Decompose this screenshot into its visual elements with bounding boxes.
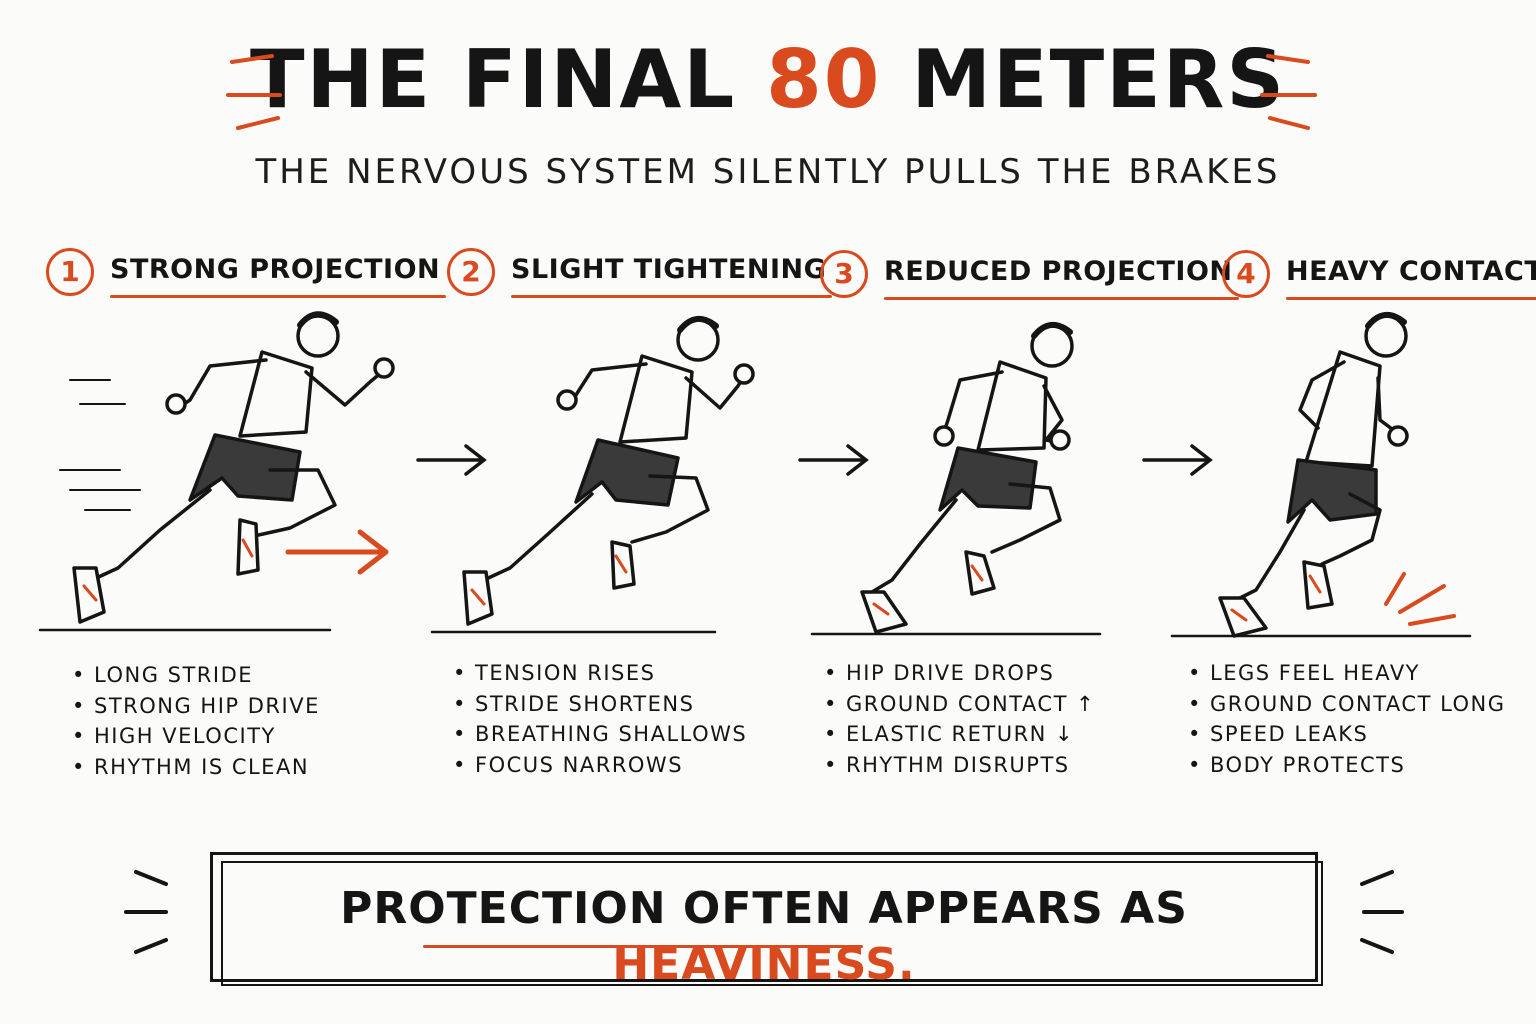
bullet-item: FOCUS NARROWS [453, 750, 747, 781]
bullet-item: RHYTHM IS CLEAN [72, 752, 320, 783]
bullet-item: BREATHING SHALLOWS [453, 719, 747, 750]
bullet-item: HIP DRIVE DROPS [824, 658, 1095, 689]
arrow-right-icon [285, 529, 389, 575]
bullet-item: TENSION RISES [453, 658, 747, 689]
bullet-item: LEGS FEEL HEAVY [1188, 658, 1506, 689]
step-number-2: 2 [447, 248, 495, 296]
banner-text-main: PROTECTION OFTEN APPEARS AS [340, 883, 1188, 934]
step-title-2: SLIGHT TIGHTENING [511, 252, 833, 298]
bullet-item: HIGH VELOCITY [72, 721, 320, 752]
step-bullets-1: LONG STRIDE STRONG HIP DRIVE HIGH VELOCI… [72, 660, 320, 782]
title-accent: 80 [766, 33, 882, 126]
bullet-item: ELASTIC RETURN ↓ [824, 719, 1095, 750]
bullet-item: STRIDE SHORTENS [453, 689, 747, 720]
impact-lines-icon [1384, 572, 1456, 626]
runner-figure-icon [1170, 312, 1472, 638]
title-before: THE FINAL [249, 33, 737, 126]
runner-figure-icon [430, 316, 755, 634]
bullet-item: RHYTHM DISRUPTS [824, 750, 1095, 781]
bullet-item: BODY PROTECTS [1188, 750, 1506, 781]
runner-figure-icon [38, 311, 395, 632]
bullet-item: STRONG HIP DRIVE [72, 691, 320, 722]
step-bullets-2: TENSION RISES STRIDE SHORTENS BREATHING … [453, 658, 747, 780]
step-number-1: 1 [46, 248, 94, 296]
bullet-item: GROUND CONTACT ↑ [824, 689, 1095, 720]
page-subtitle: THE NERVOUS SYSTEM SILENTLY PULLS THE BR… [255, 152, 1281, 192]
step-title-3: REDUCED PROJECTION [884, 254, 1238, 300]
bullet-item: SPEED LEAKS [1188, 719, 1506, 750]
arrow-right-icon [798, 444, 869, 476]
step-title-1: STRONG PROJECTION [110, 252, 447, 298]
page-title: THE FINAL 80 METERS [0, 30, 1536, 130]
banner-underline [423, 945, 863, 948]
runner-figure-icon [810, 322, 1102, 636]
step-number-3: 3 [820, 250, 868, 298]
conclusion-banner: PROTECTION OFTEN APPEARS AS HEAVINESS. [210, 852, 1323, 990]
step-number-4: 4 [1222, 250, 1270, 298]
bullet-item: GROUND CONTACT LONG [1188, 689, 1506, 720]
step-title-4: HEAVY CONTACT [1286, 254, 1536, 300]
step-bullets-4: LEGS FEEL HEAVY GROUND CONTACT LONG SPEE… [1188, 658, 1506, 780]
arrow-right-icon [1142, 444, 1213, 476]
step-bullets-3: HIP DRIVE DROPS GROUND CONTACT ↑ ELASTIC… [824, 658, 1095, 780]
title-after: METERS [911, 33, 1287, 126]
arrow-right-icon [416, 444, 487, 476]
banner-emphasis-icon [124, 870, 1404, 954]
banner-text: PROTECTION OFTEN APPEARS AS HEAVINESS. [213, 881, 1315, 993]
bullet-item: LONG STRIDE [72, 660, 320, 691]
